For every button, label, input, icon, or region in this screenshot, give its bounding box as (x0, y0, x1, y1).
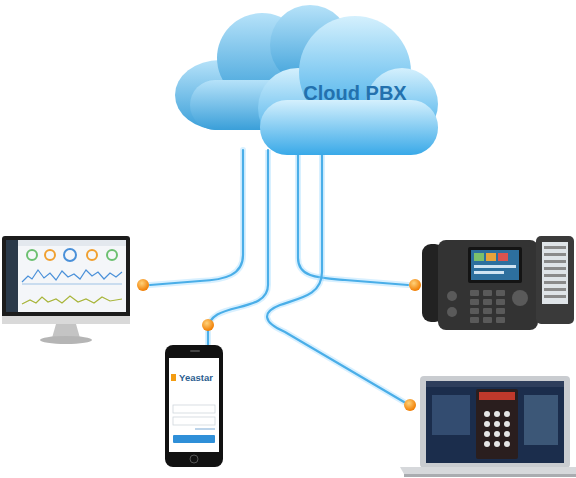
mobile-phone-node: Yeastar (165, 345, 223, 467)
app-logo-text: Yeastar (179, 372, 213, 383)
laptop-icon (400, 376, 576, 477)
cloud-node: Cloud PBX (150, 0, 440, 160)
phone-shape (165, 345, 223, 467)
desk-phone-icon (422, 236, 574, 330)
monitor-icon (2, 236, 130, 344)
network-wire (208, 150, 268, 345)
wire-glow (208, 150, 268, 345)
cloud-shape (150, 0, 440, 160)
connection-dot (202, 319, 214, 331)
cloud-label: Cloud PBX (303, 82, 406, 105)
